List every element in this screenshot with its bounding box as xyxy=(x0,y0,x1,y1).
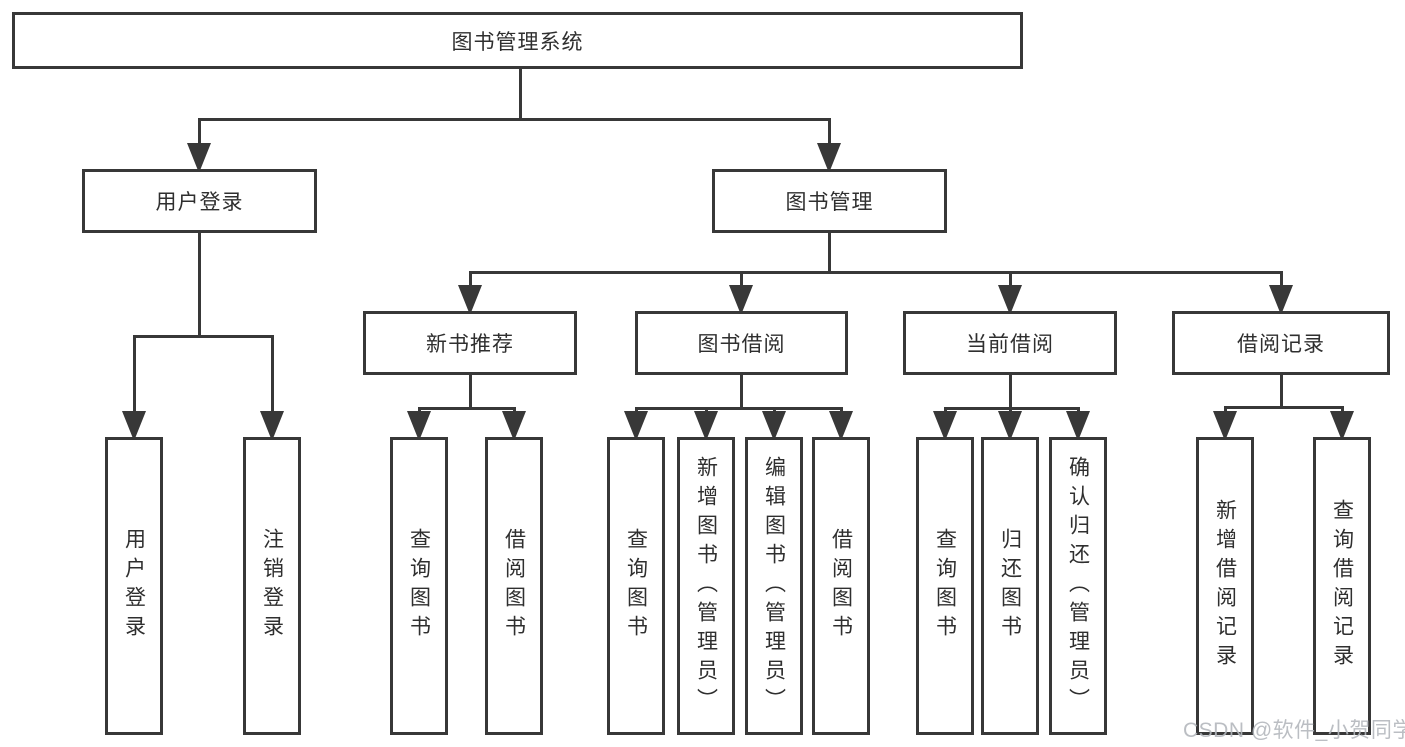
connector-hline xyxy=(197,117,831,121)
connector-vline xyxy=(197,233,201,338)
connector-arrow-shaft xyxy=(943,408,947,413)
arrow-down-icon xyxy=(933,411,957,441)
node-label-leaf-add-book-admin: 新增图书（管理员） xyxy=(694,455,718,717)
connector-arrow-shaft xyxy=(1279,272,1283,287)
arrow-down-icon xyxy=(407,411,431,441)
connector-arrow-shaft xyxy=(839,408,843,413)
connector-vline xyxy=(1008,375,1012,410)
node-label-leaf-query-borrow-record: 查询借阅记录 xyxy=(1330,499,1354,673)
arrow-down-icon xyxy=(122,411,146,441)
arrow-down-icon xyxy=(829,411,853,441)
node-label-system-root: 图书管理系统 xyxy=(451,30,584,54)
connector-hline xyxy=(468,270,1283,274)
node-user-login: 用户登录 xyxy=(82,169,317,233)
connector-vline xyxy=(468,375,472,410)
node-borrowing-records: 借阅记录 xyxy=(1172,311,1390,375)
node-label-leaf-borrow-books-bor: 借阅图书 xyxy=(829,528,853,644)
node-label-user-login: 用户登录 xyxy=(155,191,244,214)
arrow-down-icon xyxy=(260,411,284,441)
node-leaf-logout: 注销登录 xyxy=(243,437,301,735)
arrow-down-icon xyxy=(1066,411,1090,441)
connector-arrow-shaft xyxy=(704,408,708,413)
connector-arrow-shaft xyxy=(1008,408,1012,413)
connector-hline xyxy=(417,406,516,410)
connector-arrow-shaft xyxy=(634,408,638,413)
node-leaf-user-login: 用户登录 xyxy=(105,437,163,735)
watermark: CSDN @软件_小贺同学 xyxy=(1183,719,1405,742)
node-leaf-confirm-return: 确认归还（管理员） xyxy=(1049,437,1107,735)
connector-arrow-shaft xyxy=(1223,407,1227,413)
node-leaf-return-book: 归还图书 xyxy=(981,437,1039,735)
connector-arrow-shaft xyxy=(772,408,776,413)
arrow-down-icon xyxy=(694,411,718,441)
node-label-leaf-return-book: 归还图书 xyxy=(998,528,1022,644)
arrow-down-icon xyxy=(502,411,526,441)
connector-arrow-shaft xyxy=(417,408,421,413)
node-book-borrowing: 图书借阅 xyxy=(635,311,848,375)
node-leaf-edit-book-admin: 编辑图书（管理员） xyxy=(745,437,803,735)
arrow-down-icon xyxy=(729,285,753,315)
connector-hline xyxy=(132,334,274,338)
node-label-leaf-query-books-cur: 查询图书 xyxy=(933,528,957,644)
connector-hline xyxy=(943,406,1080,410)
arrow-down-icon xyxy=(998,411,1022,441)
connector-arrow-shaft xyxy=(197,119,201,145)
connector-vline xyxy=(827,233,831,274)
arrow-down-icon xyxy=(762,411,786,441)
node-leaf-add-borrow-record: 新增借阅记录 xyxy=(1196,437,1254,735)
arrow-down-icon xyxy=(1330,411,1354,441)
arrow-down-icon xyxy=(458,285,482,315)
connector-arrow-shaft xyxy=(468,272,472,287)
node-label-current-borrowing: 当前借阅 xyxy=(966,333,1054,356)
node-label-leaf-query-books-rec: 查询图书 xyxy=(407,528,431,644)
node-label-leaf-add-borrow-record: 新增借阅记录 xyxy=(1213,499,1237,673)
node-label-leaf-user-login: 用户登录 xyxy=(122,528,146,644)
arrow-down-icon xyxy=(817,143,841,173)
node-label-new-book-recommend: 新书推荐 xyxy=(426,333,514,356)
connector-arrow-shaft xyxy=(270,336,274,413)
node-leaf-query-books-bor: 查询图书 xyxy=(607,437,665,735)
arrow-down-icon xyxy=(187,143,211,173)
node-leaf-query-books-rec: 查询图书 xyxy=(390,437,448,735)
connector-arrow-shaft xyxy=(739,272,743,287)
connector-vline xyxy=(739,375,743,410)
node-label-book-management: 图书管理 xyxy=(785,191,874,214)
connector-vline xyxy=(518,69,522,121)
node-label-leaf-confirm-return: 确认归还（管理员） xyxy=(1066,455,1090,717)
node-label-book-borrowing: 图书借阅 xyxy=(697,333,786,356)
arrow-down-icon xyxy=(998,285,1022,315)
node-system-root: 图书管理系统 xyxy=(12,12,1023,69)
node-leaf-add-book-admin: 新增图书（管理员） xyxy=(677,437,735,735)
node-leaf-query-borrow-record: 查询借阅记录 xyxy=(1313,437,1371,735)
connector-arrow-shaft xyxy=(512,408,516,413)
connector-arrow-shaft xyxy=(1340,407,1344,413)
node-leaf-borrow-books-rec: 借阅图书 xyxy=(485,437,543,735)
connector-arrow-shaft xyxy=(132,336,136,413)
connector-arrow-shaft xyxy=(1008,272,1012,287)
arrow-down-icon xyxy=(624,411,648,441)
connector-arrow-shaft xyxy=(1076,408,1080,413)
connector-vline xyxy=(1279,375,1283,409)
node-new-book-recommend: 新书推荐 xyxy=(363,311,577,375)
node-label-borrowing-records: 借阅记录 xyxy=(1237,333,1325,356)
arrow-down-icon xyxy=(1213,411,1237,441)
node-book-management: 图书管理 xyxy=(712,169,947,233)
node-label-leaf-edit-book-admin: 编辑图书（管理员） xyxy=(762,455,786,717)
node-current-borrowing: 当前借阅 xyxy=(903,311,1117,375)
connector-hline xyxy=(634,406,843,410)
node-label-leaf-query-books-bor: 查询图书 xyxy=(624,528,648,644)
node-leaf-query-books-cur: 查询图书 xyxy=(916,437,974,735)
node-leaf-borrow-books-bor: 借阅图书 xyxy=(812,437,870,735)
node-label-leaf-logout: 注销登录 xyxy=(260,528,284,644)
arrow-down-icon xyxy=(1269,285,1293,315)
connector-arrow-shaft xyxy=(827,119,831,145)
node-label-leaf-borrow-books-rec: 借阅图书 xyxy=(502,528,526,644)
connector-hline xyxy=(1223,405,1344,409)
